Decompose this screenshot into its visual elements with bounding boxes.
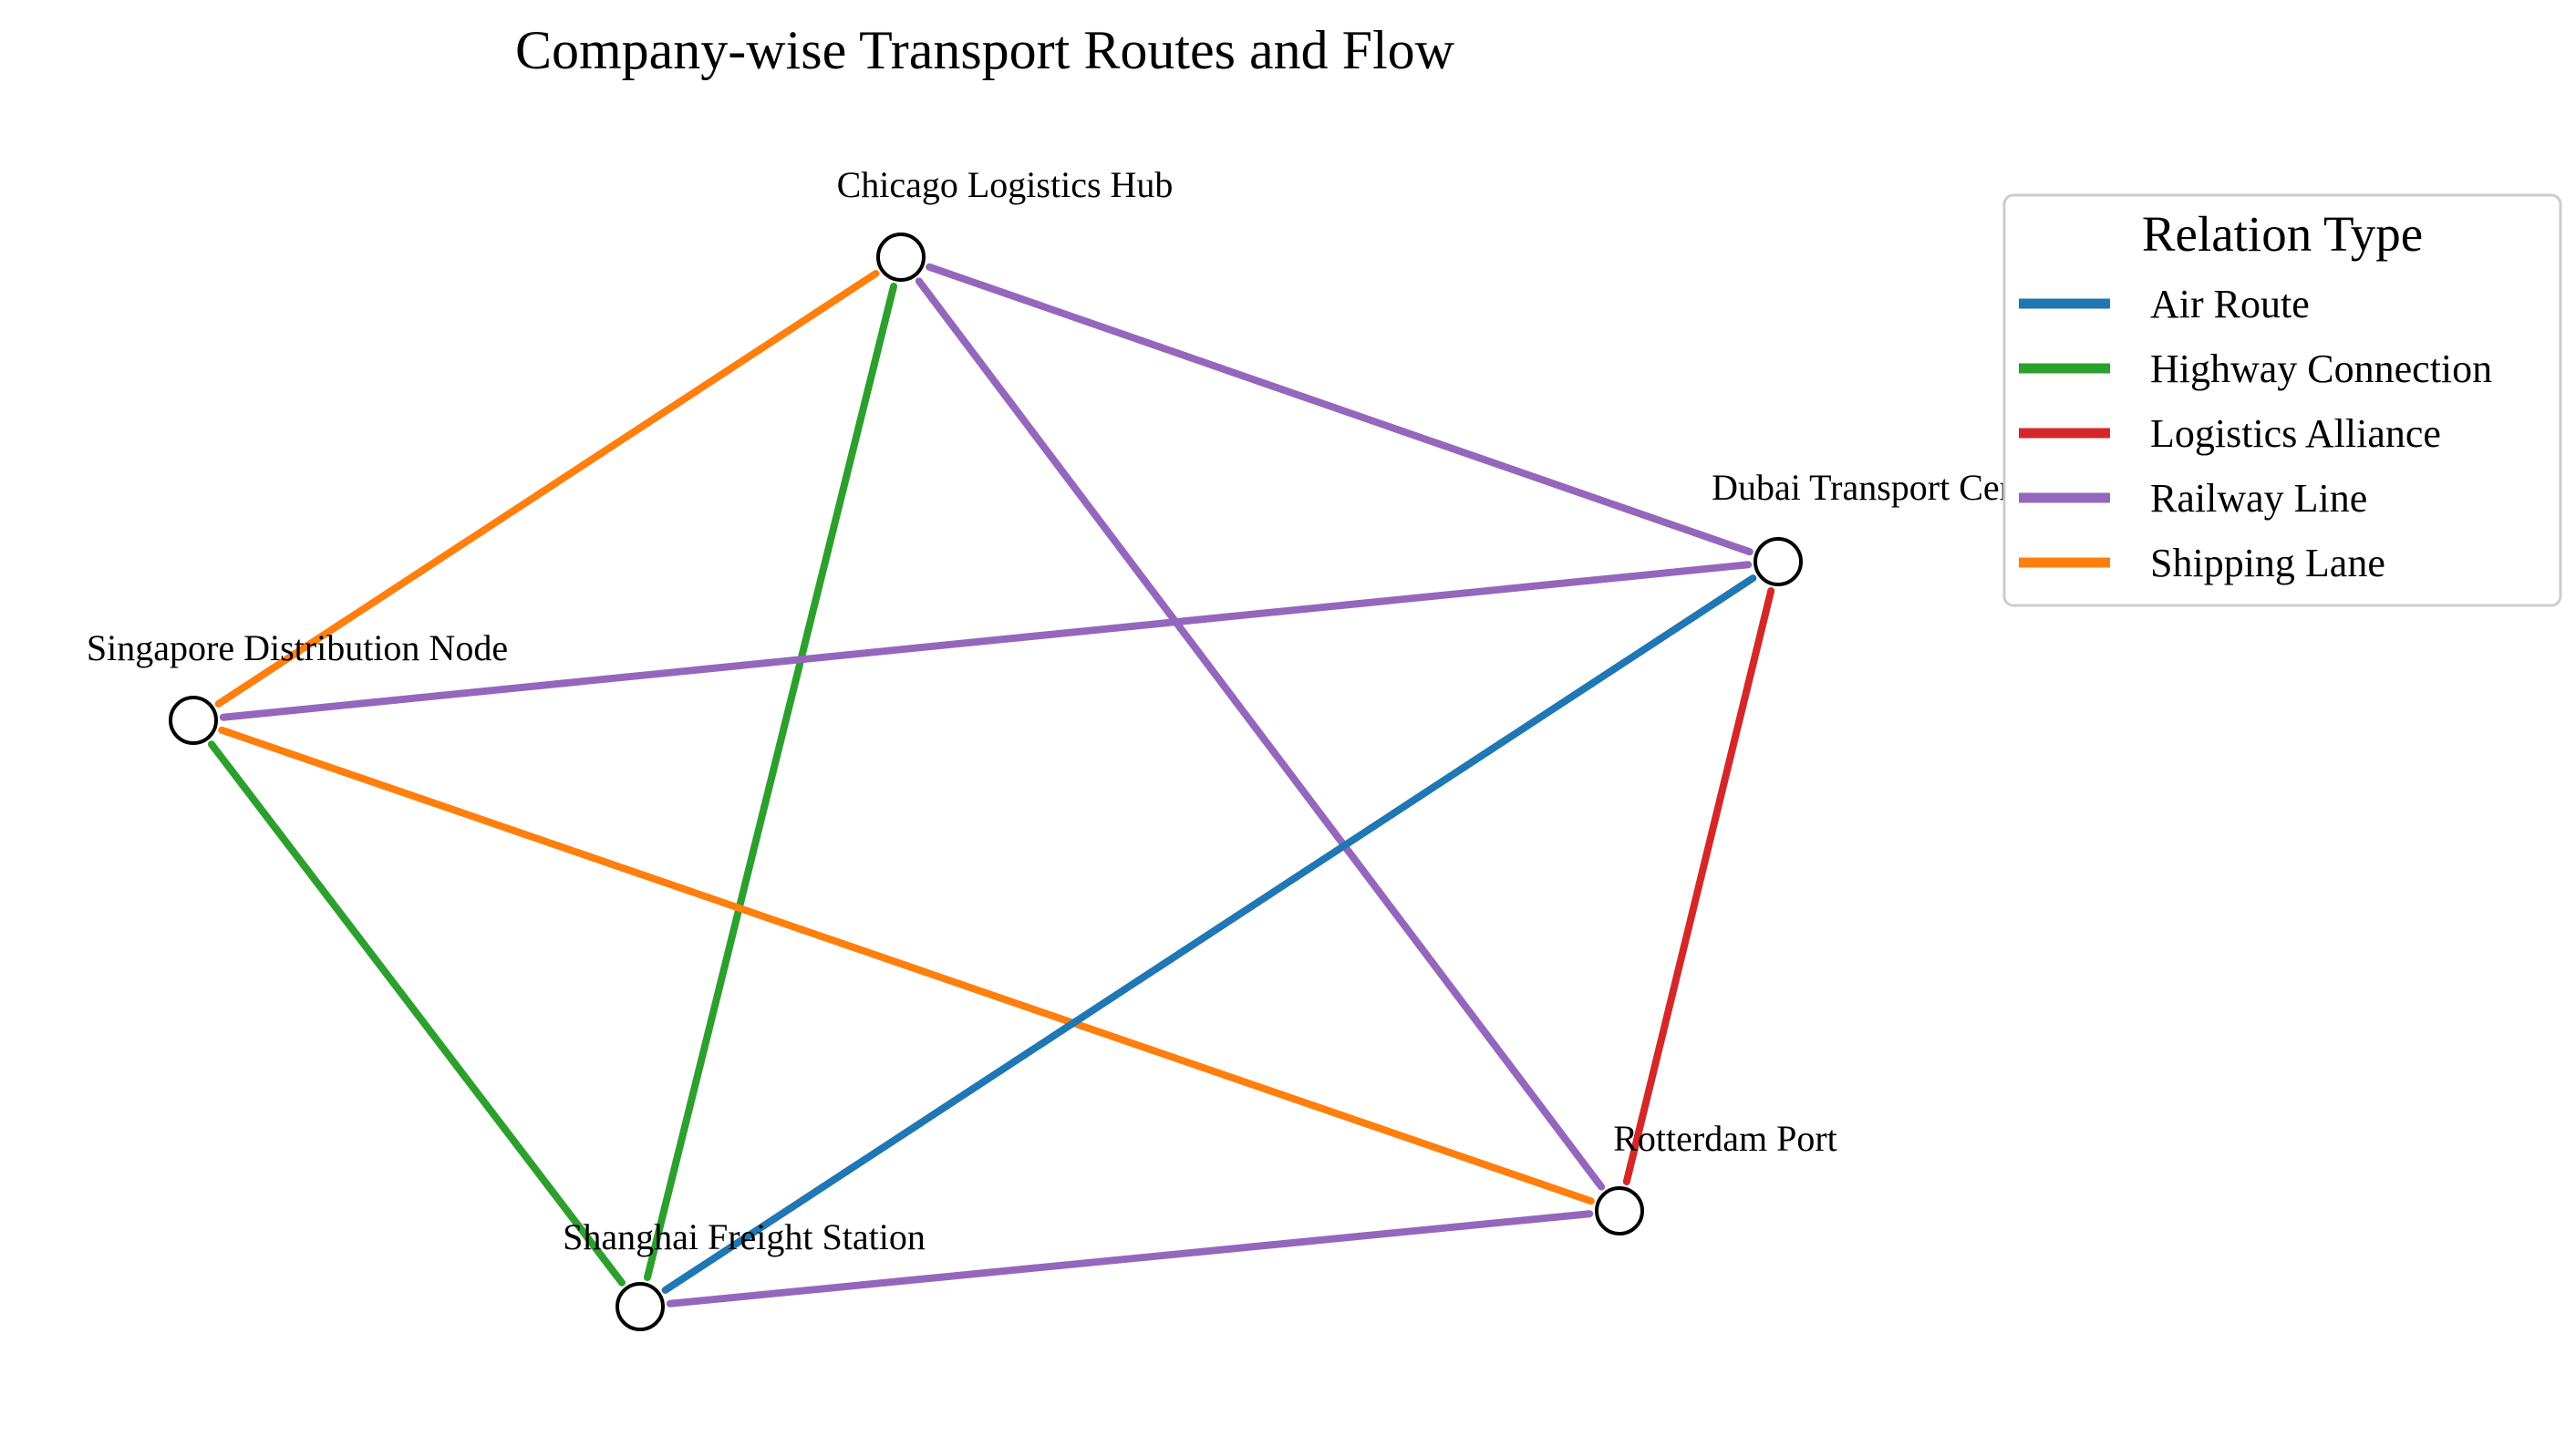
edge-singapore-dubai bbox=[219, 561, 1753, 721]
legend-label: Logistics Alliance bbox=[2150, 411, 2441, 456]
node-label-dubai: Dubai Transport Center bbox=[1712, 467, 2056, 508]
edge-singapore-rotterdam bbox=[218, 726, 1595, 1205]
edge-chicago-shanghai bbox=[643, 283, 898, 1281]
node-rotterdam bbox=[1595, 1186, 1644, 1235]
edge-shanghai-rotterdam bbox=[666, 1210, 1594, 1308]
legend-label: Shipping Lane bbox=[2150, 541, 2385, 585]
legend-label: Railway Line bbox=[2150, 476, 2367, 521]
node-label-chicago: Chicago Logistics Hub bbox=[837, 164, 1174, 205]
legend-entry: Shipping Lane bbox=[2019, 541, 2385, 585]
node-label-singapore: Singapore Distribution Node bbox=[87, 627, 508, 668]
edge-chicago-singapore bbox=[214, 270, 880, 708]
legend-entry: Logistics Alliance bbox=[2019, 411, 2441, 456]
edge-dubai-shanghai bbox=[661, 574, 1757, 1294]
legend-entry: Air Route bbox=[2019, 282, 2310, 326]
edge-dubai-rotterdam bbox=[1622, 587, 1775, 1185]
edge-chicago-dubai bbox=[926, 263, 1754, 556]
node-chicago bbox=[876, 233, 926, 282]
edges-layer bbox=[208, 263, 1775, 1308]
legend-label: Air Route bbox=[2150, 282, 2310, 326]
edge-singapore-shanghai bbox=[208, 740, 626, 1287]
node-shanghai bbox=[616, 1282, 665, 1331]
legend-frame bbox=[2002, 193, 2562, 607]
node-label-rotterdam: Rotterdam Port bbox=[1613, 1118, 1837, 1159]
legend-label: Highway Connection bbox=[2150, 346, 2492, 391]
legend-entry: Highway Connection bbox=[2019, 346, 2492, 391]
node-dubai bbox=[1754, 537, 1803, 586]
legend-title: Relation Type bbox=[2142, 206, 2423, 262]
node-label-shanghai: Shanghai Freight Station bbox=[563, 1216, 926, 1257]
nodes-layer bbox=[169, 233, 1803, 1331]
edge-chicago-rotterdam bbox=[915, 277, 1606, 1191]
node-singapore bbox=[169, 696, 218, 745]
chart-title: Company-wise Transport Routes and Flow bbox=[515, 20, 1455, 80]
legend-entry: Railway Line bbox=[2019, 476, 2367, 521]
